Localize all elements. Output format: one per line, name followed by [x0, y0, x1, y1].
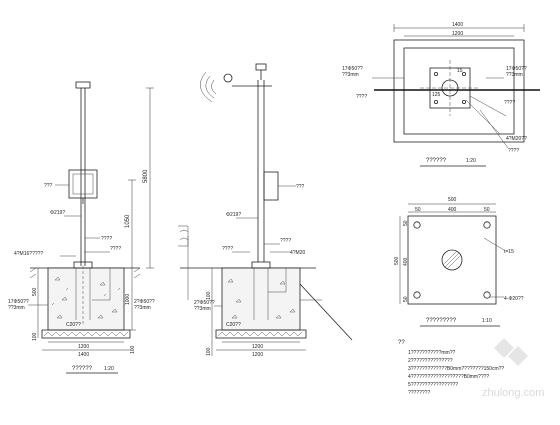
dim-mid-1: 1050	[125, 214, 131, 228]
label-c20-2: C20??	[226, 322, 241, 328]
plate-center-hole	[441, 249, 463, 271]
dim-bottom-2: 100	[206, 347, 212, 356]
plate-dim-h-bot: 50	[403, 296, 409, 302]
concrete-hatch-2	[227, 278, 296, 319]
dim-width-outer-2: 1200	[252, 352, 263, 358]
pole-cap	[75, 81, 91, 89]
base-plate-detail: 500 50 400 50 500 50 400 50 t=15 4-Φ20??…	[394, 197, 524, 327]
plate-outline	[407, 215, 497, 305]
dim-footing-1: 100	[32, 332, 38, 341]
watermark: zhulong.com	[482, 338, 544, 399]
label-conduit-2: ????	[222, 246, 233, 252]
label-pipe-1: Φ219?	[50, 210, 65, 216]
plate-scale: 1:10	[482, 318, 492, 324]
plate-dim-left: 50	[415, 207, 421, 213]
dim-width-outer-1: 1400	[78, 352, 89, 358]
dim-total-1: 5800	[143, 169, 149, 183]
label-c20-1: C20??	[66, 322, 81, 328]
plate-dim-right: 50	[484, 207, 490, 213]
plan-label-right-b: ??3mm	[506, 72, 523, 78]
pole-cap-2	[255, 63, 267, 71]
note-line-6: ????????	[408, 390, 430, 396]
plate-hole-tl	[413, 221, 421, 229]
plan-outer-pit	[393, 39, 525, 143]
plate-hole-bl	[413, 291, 421, 299]
concrete-hatch-1	[51, 276, 121, 319]
dim-width-inner-2: 1200	[252, 344, 263, 350]
plate-dim-h-top: 50	[403, 220, 409, 226]
plan-scale: 1:20	[466, 158, 476, 164]
notes-block: ?? 1???????????mm?? 2??????????????? 3??…	[398, 340, 504, 396]
note-line-1: 1???????????mm??	[408, 350, 455, 356]
label-conduit-1: ????	[101, 236, 112, 242]
plate-dim-total: 500	[448, 197, 457, 203]
label-mesh-right-1a: 2?Φ50??	[134, 299, 155, 305]
pole-elevation-view-1: ??? Φ219? ???? ???? 4?M16????? 17Φ50?? ?…	[8, 81, 155, 374]
foundation-block-2	[221, 267, 301, 331]
label-pipe-2: Φ219?	[226, 212, 241, 218]
plate-title: ?????????	[426, 318, 457, 324]
antenna-dish	[223, 73, 233, 83]
plate-dim-mid: 400	[448, 207, 457, 213]
label-anchor-1: 4?M16?????	[14, 251, 43, 257]
notes-head: ??	[398, 340, 405, 346]
view1-title: ??????	[72, 366, 93, 372]
dim-left-1: 500	[32, 287, 38, 296]
plan-label-125: 125	[432, 92, 441, 98]
plan-label-15: 15	[457, 68, 463, 74]
label-box-1: ???	[44, 183, 53, 189]
plan-dim-outer: 1400	[452, 22, 463, 28]
label-rebar-2: ????	[280, 238, 291, 244]
plate-hole-tr	[483, 221, 491, 229]
equipment-box-2	[263, 171, 279, 201]
plan-label-left-b: ??3mm	[342, 72, 359, 78]
gravel-base-1	[41, 329, 131, 339]
note-line-2: 2???????????????	[408, 358, 453, 364]
signal-waves-icon	[200, 71, 217, 103]
plan-label-rebar: 4?M20??	[506, 136, 527, 142]
note-line-5: 5?????????????????	[408, 382, 458, 388]
foundation-block-1	[47, 267, 125, 331]
foundation-plan-view: 1400 1200 15 125 17Φ50?? ??3mm ???? 17Φ5…	[342, 22, 540, 167]
plan-label-extra: ????	[508, 148, 519, 154]
base-plate-2	[251, 261, 271, 269]
note-line-4: 4???????????????????B0mm????	[408, 374, 489, 380]
dim-top-1: 100	[130, 345, 136, 354]
label-mesh-1a: 17Φ50??	[8, 299, 29, 305]
guardrail-section	[178, 225, 189, 247]
label-mesh-1b: ??3mm	[8, 305, 25, 311]
note-line-3: 3?????????????B0mm????????150cm??	[408, 366, 504, 372]
view1-scale: 1:20	[104, 366, 114, 372]
plate-label-holes: 4-Φ20??	[504, 296, 524, 302]
plan-title: ??????	[426, 158, 447, 164]
label-mesh-2b: ??3mm	[194, 306, 211, 312]
dim-top-2: 100	[206, 291, 212, 300]
plate-dim-h-mid: 400	[403, 257, 409, 266]
plate-dim-height: 500	[394, 256, 400, 265]
equipment-box-door	[72, 173, 94, 195]
plan-label-right-a: 17Φ50??	[506, 66, 527, 72]
label-box-2: ???	[296, 184, 305, 190]
label-mesh-right-1b: ??3mm	[134, 305, 151, 311]
plan-foundation	[403, 47, 515, 135]
gravel-base-2	[215, 329, 307, 339]
plan-label-left-a: 17Φ50??	[342, 66, 363, 72]
dim-base-1: 1000	[125, 294, 131, 305]
dim-width-inner-1: 1200	[78, 344, 89, 350]
watermark-text: zhulong.com	[482, 387, 544, 399]
plan-dim-inner: 1200	[452, 31, 463, 37]
label-anchor-2: 4?M20	[290, 250, 306, 256]
plate-label-thick: t=15	[504, 249, 514, 255]
plan-label-cross: ????	[504, 100, 515, 106]
pole-elevation-view-2: ??? Φ219? ???? 4?M20 ???? 2?Φ50?? ??3mm …	[178, 63, 353, 358]
label-mesh-2a: 2?Φ50??	[194, 300, 215, 306]
plate-hole-br	[483, 291, 491, 299]
label-rebar-1: ????	[110, 246, 121, 252]
slope-line	[299, 283, 353, 341]
plan-label-left2: ????	[356, 94, 367, 100]
